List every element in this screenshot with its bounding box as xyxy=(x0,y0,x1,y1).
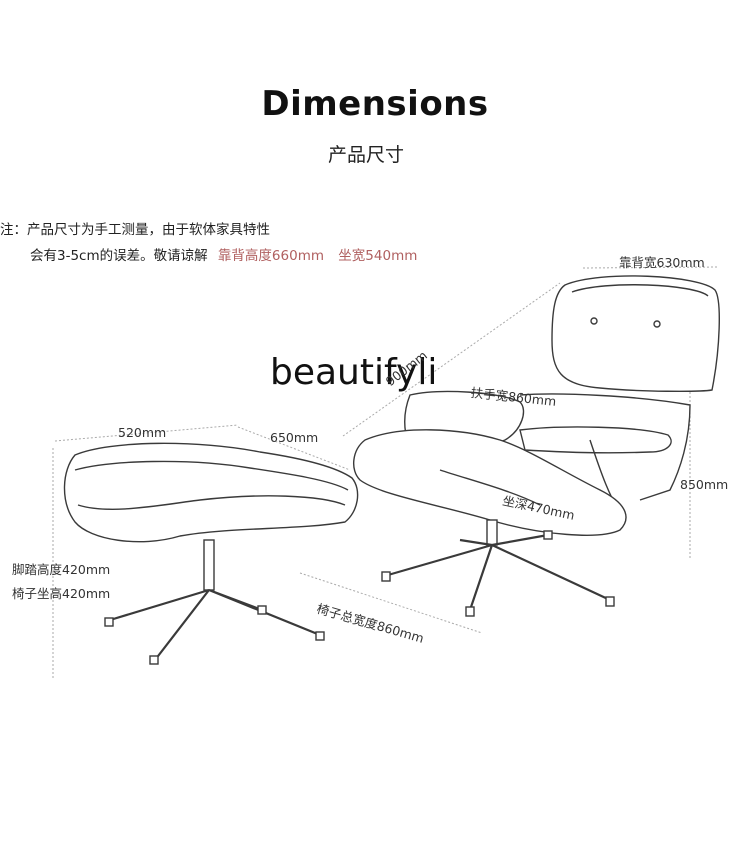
dim-line-chair-depth xyxy=(342,282,561,437)
dim-line-backrest-width xyxy=(582,266,719,269)
label-ottoman-height: 脚踏高度420mm xyxy=(12,562,111,577)
ottoman-drawing xyxy=(63,442,359,665)
lounge-chair-drawing xyxy=(353,275,720,617)
note-seat-width: 坐宽540mm xyxy=(338,248,418,264)
note-error-text: 会有3-5cm的误差。敬请谅解 xyxy=(30,248,208,264)
label-ottoman-width: 520mm xyxy=(118,425,167,440)
watermark-text: beautifyli xyxy=(270,352,438,393)
note-line-2: 会有3-5cm的误差。敬请谅解 靠背高度660mm 坐宽540mm xyxy=(30,244,417,264)
page-subtitle: 产品尺寸 xyxy=(327,144,404,166)
label-seat-height: 椅子坐高420mm xyxy=(12,586,111,601)
dimension-lines xyxy=(52,266,719,680)
label-chair-height: 850mm xyxy=(680,477,729,492)
note-line-1: 注：产品尺寸为手工测量，由于软体家具特性 xyxy=(0,222,270,238)
label-ottoman-depth: 650mm xyxy=(270,430,319,445)
label-backrest-width: 靠背宽630mm xyxy=(619,255,705,270)
dim-line-ottoman-width xyxy=(54,424,239,442)
page-title: Dimensions xyxy=(261,84,489,124)
note-backrest-height: 靠背高度660mm xyxy=(217,248,324,264)
